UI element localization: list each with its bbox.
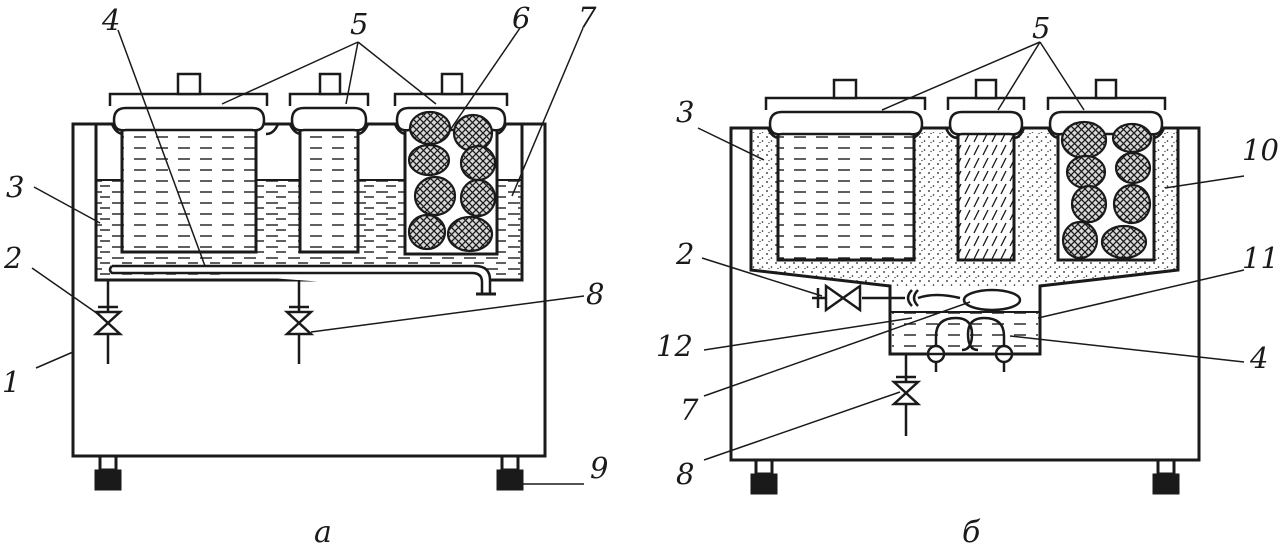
- label-b-5: 5: [1032, 11, 1050, 45]
- jar-stones-a: [393, 72, 509, 256]
- jar-stones-b: [1046, 78, 1167, 262]
- label-a-9: 9: [590, 451, 608, 485]
- label-a-1: 1: [2, 365, 20, 399]
- labels-a: 1 2 3 4 5 6 7 8 9 а: [2, 1, 608, 550]
- label-b-12: 12: [656, 329, 693, 363]
- jar-large-a: [108, 72, 269, 254]
- foot-left-a: [94, 454, 122, 491]
- label-a-8: 8: [586, 277, 604, 311]
- label-b-11: 11: [1242, 241, 1279, 275]
- labels-b: 3 2 5 10 11 12 7 4 8 б: [656, 11, 1279, 550]
- float-b: [962, 288, 1022, 312]
- heater-coil-b: [926, 316, 1014, 372]
- label-a-5: 5: [350, 7, 368, 41]
- drain-valve-8-b: [890, 354, 922, 436]
- caption-a: а: [314, 515, 332, 548]
- figure-a: [31, 27, 585, 491]
- feed-pipe-b: [862, 288, 1022, 312]
- figure-b: [697, 41, 1245, 495]
- foot-right-a: [496, 454, 524, 491]
- label-b-3: 3: [676, 95, 694, 129]
- valve-2-b: [812, 283, 862, 313]
- label-b-2: 2: [675, 237, 694, 271]
- label-a-4: 4: [101, 3, 120, 37]
- drain-valve-2-a: [92, 280, 124, 364]
- jar-large-b: [764, 78, 927, 262]
- label-a-6: 6: [512, 1, 530, 35]
- label-a-7: 7: [578, 1, 597, 35]
- jar-small-b: [946, 78, 1026, 262]
- label-b-10: 10: [1242, 133, 1279, 167]
- label-b-7: 7: [680, 393, 699, 427]
- label-a-2: 2: [3, 241, 22, 275]
- foot-right-b: [1152, 458, 1180, 495]
- caption-b: б: [962, 515, 981, 548]
- drain-valve-8-a: [283, 280, 315, 364]
- label-a-3: 3: [6, 170, 24, 204]
- stones-a: [407, 110, 497, 253]
- label-b-8: 8: [676, 457, 694, 491]
- jar-small-a: [288, 72, 370, 254]
- leader-lines-a: [31, 27, 585, 485]
- sump-liquid-b: [892, 312, 1038, 352]
- label-b-4: 4: [1249, 341, 1268, 375]
- leader-lines-b: [697, 41, 1245, 461]
- foot-left-b: [750, 458, 778, 495]
- stones-b: [1060, 120, 1153, 260]
